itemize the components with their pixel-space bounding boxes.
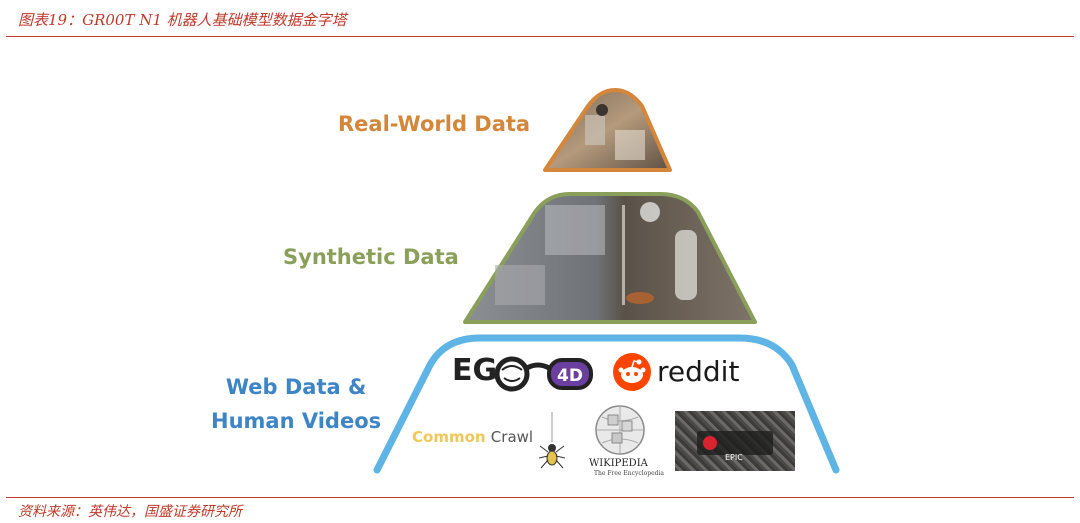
source-rule	[6, 497, 1074, 498]
common-crawl-part2: Crawl	[490, 428, 534, 446]
common-crawl-part1: Common	[412, 428, 486, 446]
tier-real-world-shape	[543, 88, 672, 172]
figure-source: 资料来源：英伟达，国盛证券研究所	[18, 504, 242, 520]
ego4d-suffix: 4D	[557, 366, 583, 386]
ego4d-prefix: EG	[452, 353, 498, 388]
epic-kitchens-logo: EPIC KITCHENS	[675, 411, 795, 492]
wikipedia-globe-icon	[595, 405, 645, 455]
epic-kitchens-line1: EPIC	[725, 453, 743, 462]
reddit-icon	[613, 353, 651, 391]
wikipedia-tagline: The Free Encyclopedia	[594, 470, 664, 477]
ego4d-logo: EG	[452, 353, 497, 388]
tier-label-real-world: Real-World Data	[338, 112, 531, 136]
reddit-wordmark: reddit	[657, 355, 740, 388]
tier-web-data	[373, 334, 840, 474]
ego4d-glasses-icon: 4D	[494, 356, 593, 392]
tier-synthetic	[463, 192, 757, 324]
epic-kitchens-badge: EPIC KITCHENS	[697, 431, 773, 492]
spider-icon	[538, 412, 566, 469]
tier-label-web-data: Web Data & Human Videos	[211, 370, 381, 438]
tier-label-web-line2: Human Videos	[211, 409, 382, 433]
title-rule	[6, 36, 1074, 37]
tier-web-data-outline	[373, 334, 840, 474]
tier-label-synthetic: Synthetic Data	[283, 245, 459, 269]
figure-title: 图表19：GR00T N1 机器人基础模型数据金字塔	[18, 11, 347, 29]
tier-real-world	[543, 88, 672, 172]
wikipedia-name: WIKIPEDIA	[589, 458, 648, 469]
common-crawl-logo: Common Crawl	[412, 428, 533, 446]
epic-kitchens-mark-icon	[703, 436, 717, 450]
epic-kitchens-line2: KITCHENS	[725, 483, 765, 492]
tier-label-web-line1: Web Data &	[225, 375, 367, 399]
